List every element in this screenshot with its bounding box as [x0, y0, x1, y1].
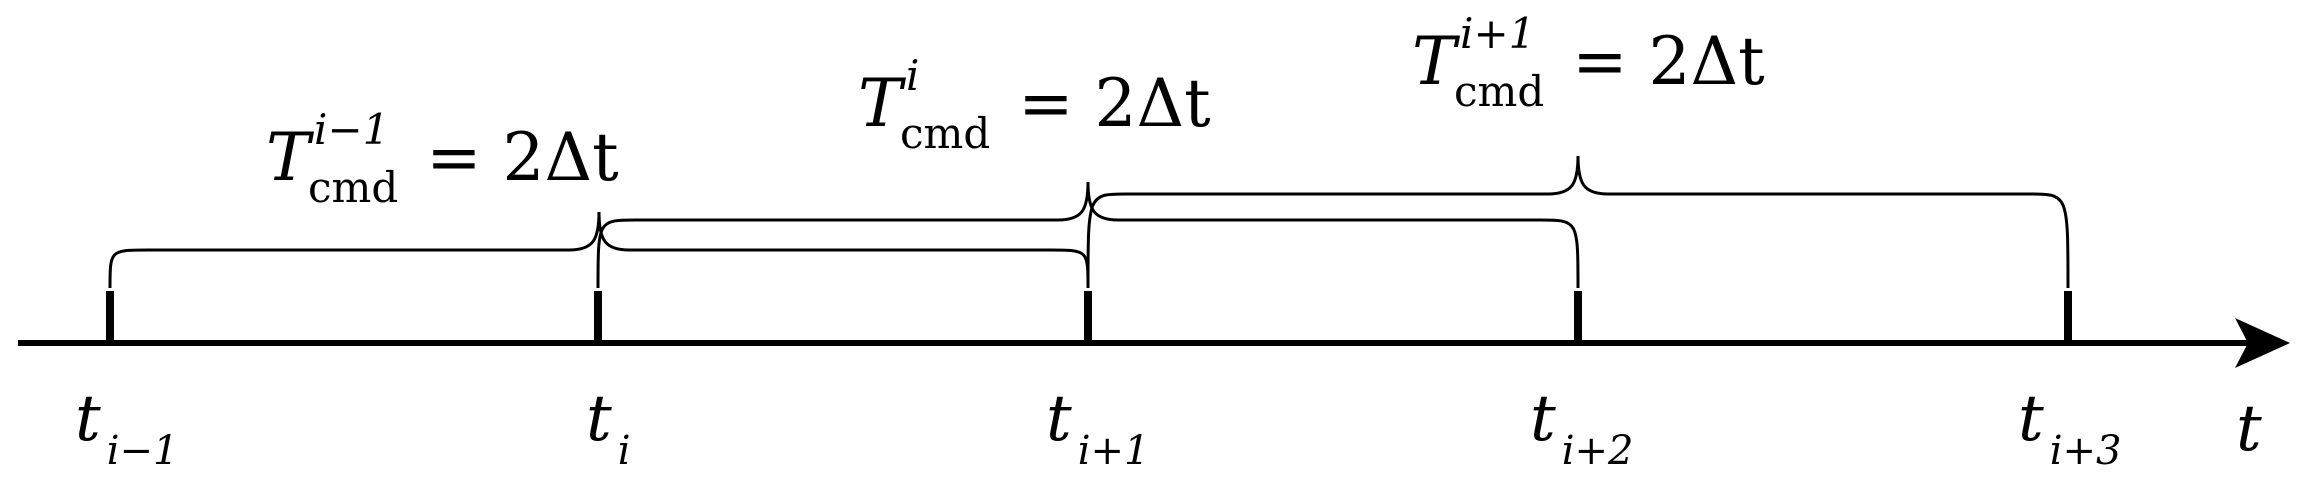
interval-brace	[108, 211, 1090, 289]
interval-brace	[1086, 155, 2070, 289]
interval-brace	[596, 181, 1580, 289]
tick-marks	[106, 291, 2072, 343]
time-axis-arrowhead	[2235, 318, 2290, 368]
time-axis-label: t	[2236, 392, 2262, 466]
interval-braces	[108, 155, 2070, 289]
